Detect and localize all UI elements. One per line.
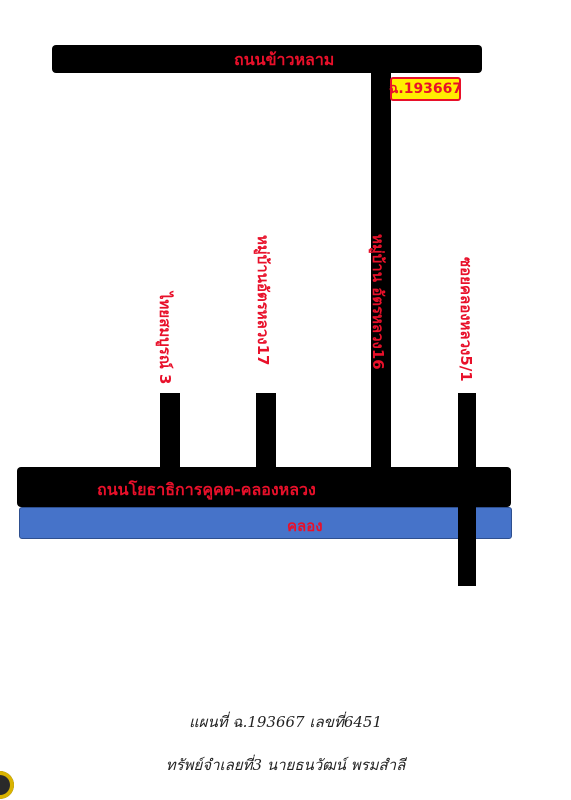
bottom-road-label: ถนนโยธาธิการคูคต-คลองหลวง: [97, 480, 316, 499]
side-road-1: [160, 393, 180, 473]
canal-label: คลอง: [287, 517, 323, 535]
side-road-label-1: ไทยสมบูรณ์ 3: [156, 292, 174, 385]
side-road-4-overlay: [458, 500, 476, 586]
side-road-label-2: หมู่บ้านอัตรหลวง17: [254, 235, 272, 366]
canal: [19, 507, 512, 539]
side-road-label-4: ซอยคลองหลวง5/1: [457, 257, 475, 382]
top-road: [52, 45, 482, 73]
land-title-marker: ฉ.193667: [389, 77, 462, 101]
bottom-road: [17, 467, 511, 507]
map-caption-line2: ทรัพย์จำเลยที่3 นายธนวัฒน์ พรมสำลี: [165, 756, 406, 774]
map-caption-line1: แผนที่ ฉ.193667 เลขที่6451: [188, 713, 382, 731]
side-road-2: [256, 393, 276, 473]
top-road-label: ถนนข้าวหลาม: [234, 50, 335, 69]
seal-icon: [0, 771, 14, 799]
side-road-label-3: หมู่บ้าน อัตรหลวง16: [369, 234, 387, 370]
main-vertical-road: [371, 70, 391, 470]
